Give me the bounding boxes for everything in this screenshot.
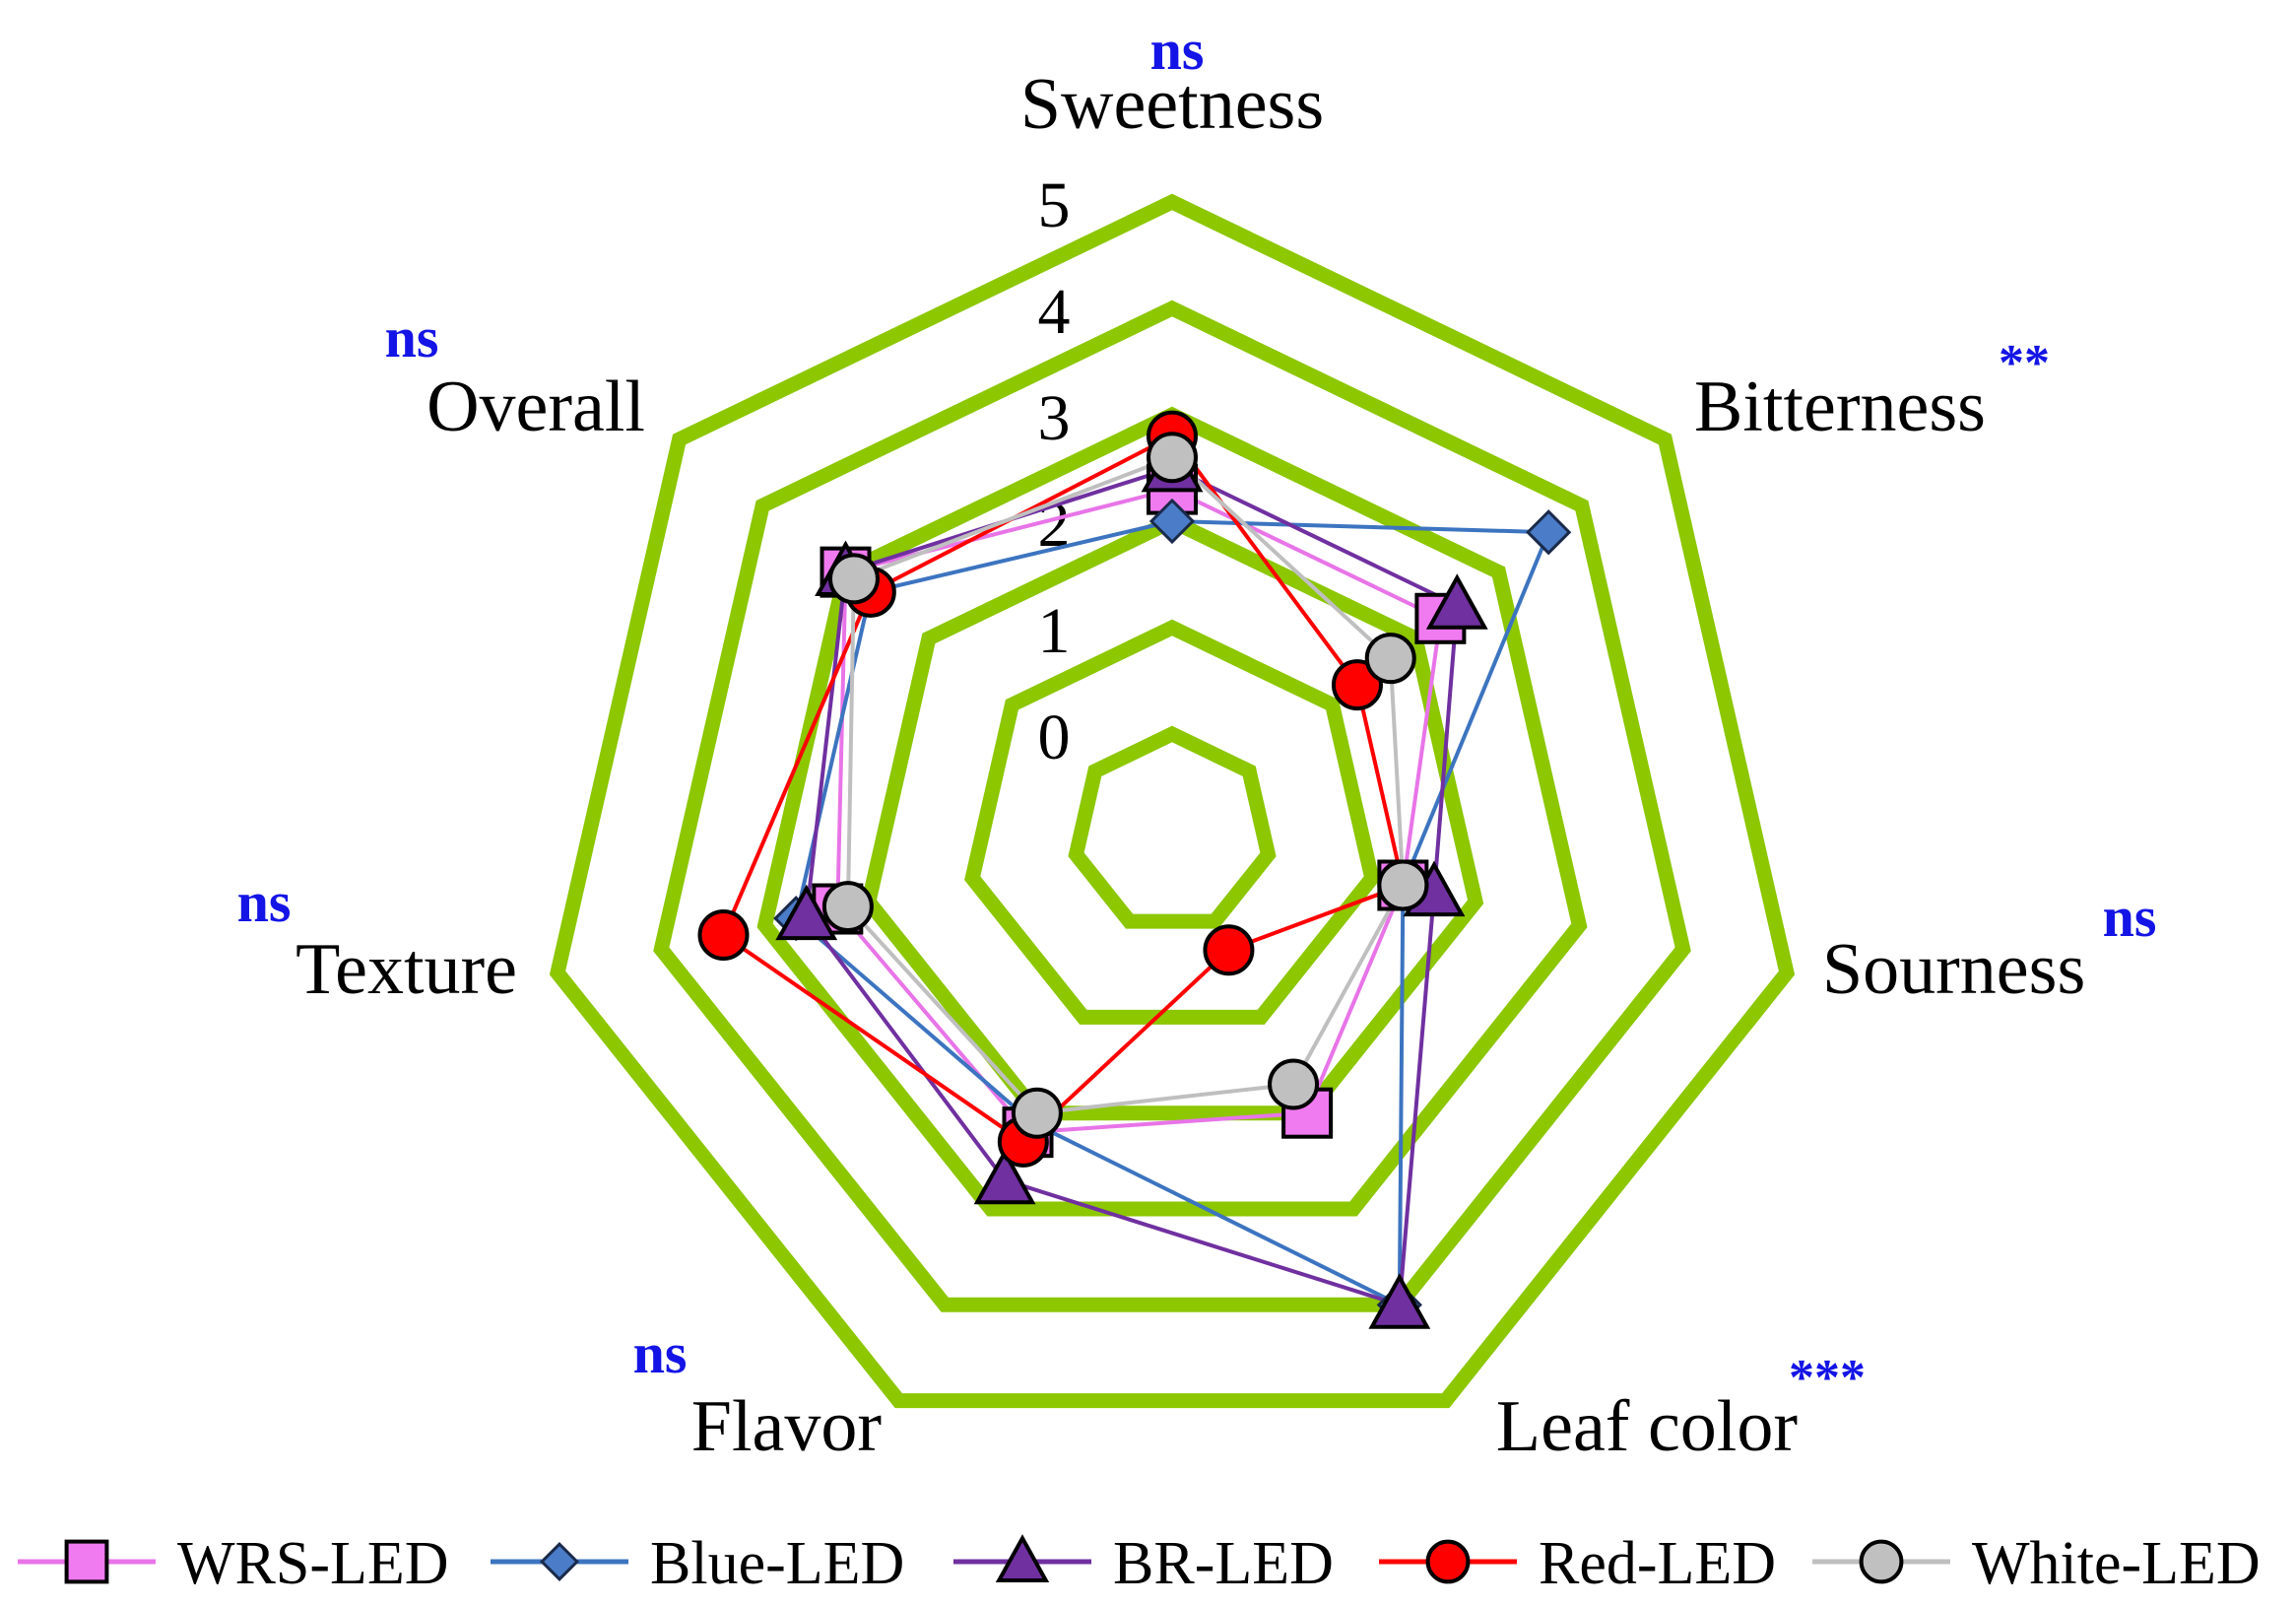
significance-label-texture: ns: [237, 870, 292, 934]
data-point-white-led-sweetness: [1147, 432, 1198, 484]
tick-label-3: 3: [1038, 382, 1071, 454]
axis-label-leaf-color: Leaf color: [1496, 1386, 1798, 1467]
series-layer: [697, 410, 1572, 1329]
legend-label-br-led: BR-LED: [1113, 1530, 1334, 1597]
axis-label-bitterness: Bitterness: [1694, 367, 1986, 447]
legend-label-white-led: White-LED: [1972, 1530, 2261, 1597]
legend-label-wrs-led: WRS-LED: [177, 1530, 449, 1597]
series-line-red-led: [721, 434, 1406, 1144]
significance-label-sourness: ns: [2103, 885, 2157, 949]
grid-ring-3: [756, 406, 1588, 1217]
tick-label-1: 1: [1038, 595, 1071, 667]
axis-label-sourness: Sourness: [1822, 929, 2085, 1010]
data-point-white-led-bitterness: [1364, 633, 1416, 685]
series-line-white-led: [845, 455, 1406, 1115]
grid-ring-4: [653, 300, 1691, 1312]
grid-ring-0: [1068, 725, 1277, 929]
legend-label-red-led: Red-LED: [1539, 1530, 1776, 1597]
data-point-br-led-flavor: [973, 1148, 1036, 1205]
data-point-red-led-bitterness: [1331, 659, 1383, 711]
data-point-br-led-bitterness: [1425, 573, 1488, 630]
data-point-br-led-leaf-color: [1368, 1273, 1431, 1329]
series-line-blue-led: [794, 519, 1551, 1307]
grid-ring-2: [860, 512, 1484, 1121]
axis-label-flavor: Flavor: [691, 1386, 882, 1467]
tick-label-4: 4: [1038, 276, 1071, 348]
legend-marker-red-led: [1425, 1539, 1471, 1584]
significance-label-overall: ns: [385, 305, 439, 369]
significance-label-flavor: ns: [633, 1321, 688, 1385]
data-point-white-led-texture: [821, 881, 874, 933]
series-line-wrs-led: [835, 487, 1443, 1135]
axis-label-sweetness: Sweetness: [1020, 64, 1324, 145]
data-point-white-led-leaf-color: [1268, 1058, 1320, 1110]
legend-label-blue-led: Blue-LED: [650, 1530, 904, 1597]
data-point-white-led-flavor: [1011, 1087, 1063, 1139]
significance-label-leaf-color: ***: [1789, 1350, 1866, 1406]
grid-layer: [549, 193, 1796, 1409]
axis-label-texture: Texture: [295, 929, 517, 1010]
tick-label-0: 0: [1038, 702, 1071, 773]
data-point-white-led-overall: [827, 553, 880, 605]
data-point-red-led-texture: [697, 908, 750, 961]
legend-marker-white-led: [1859, 1539, 1904, 1584]
grid-ring-5: [549, 193, 1796, 1409]
series-line-br-led: [804, 466, 1460, 1307]
data-point-red-led-leaf-color: [1203, 924, 1255, 976]
data-point-br-led-texture: [775, 884, 838, 941]
data-point-blue-led-sweetness: [1148, 498, 1196, 545]
significance-label-bitterness: **: [1999, 335, 2050, 391]
legend-marker-blue-led: [540, 1542, 579, 1581]
tick-label-5: 5: [1038, 169, 1071, 241]
data-point-white-led-sourness: [1377, 859, 1429, 911]
data-point-blue-led-bitterness: [1526, 509, 1572, 556]
legend-marker-wrs-led: [64, 1539, 109, 1584]
significance-label-sweetness: ns: [1150, 18, 1205, 82]
legend-marker-br-led: [995, 1534, 1050, 1583]
grid-ring-1: [964, 619, 1380, 1025]
axis-label-overall: Overall: [426, 367, 645, 447]
legend: WRS-LED Blue-LED BR-LED Red-LED White-LED: [18, 1530, 2261, 1597]
